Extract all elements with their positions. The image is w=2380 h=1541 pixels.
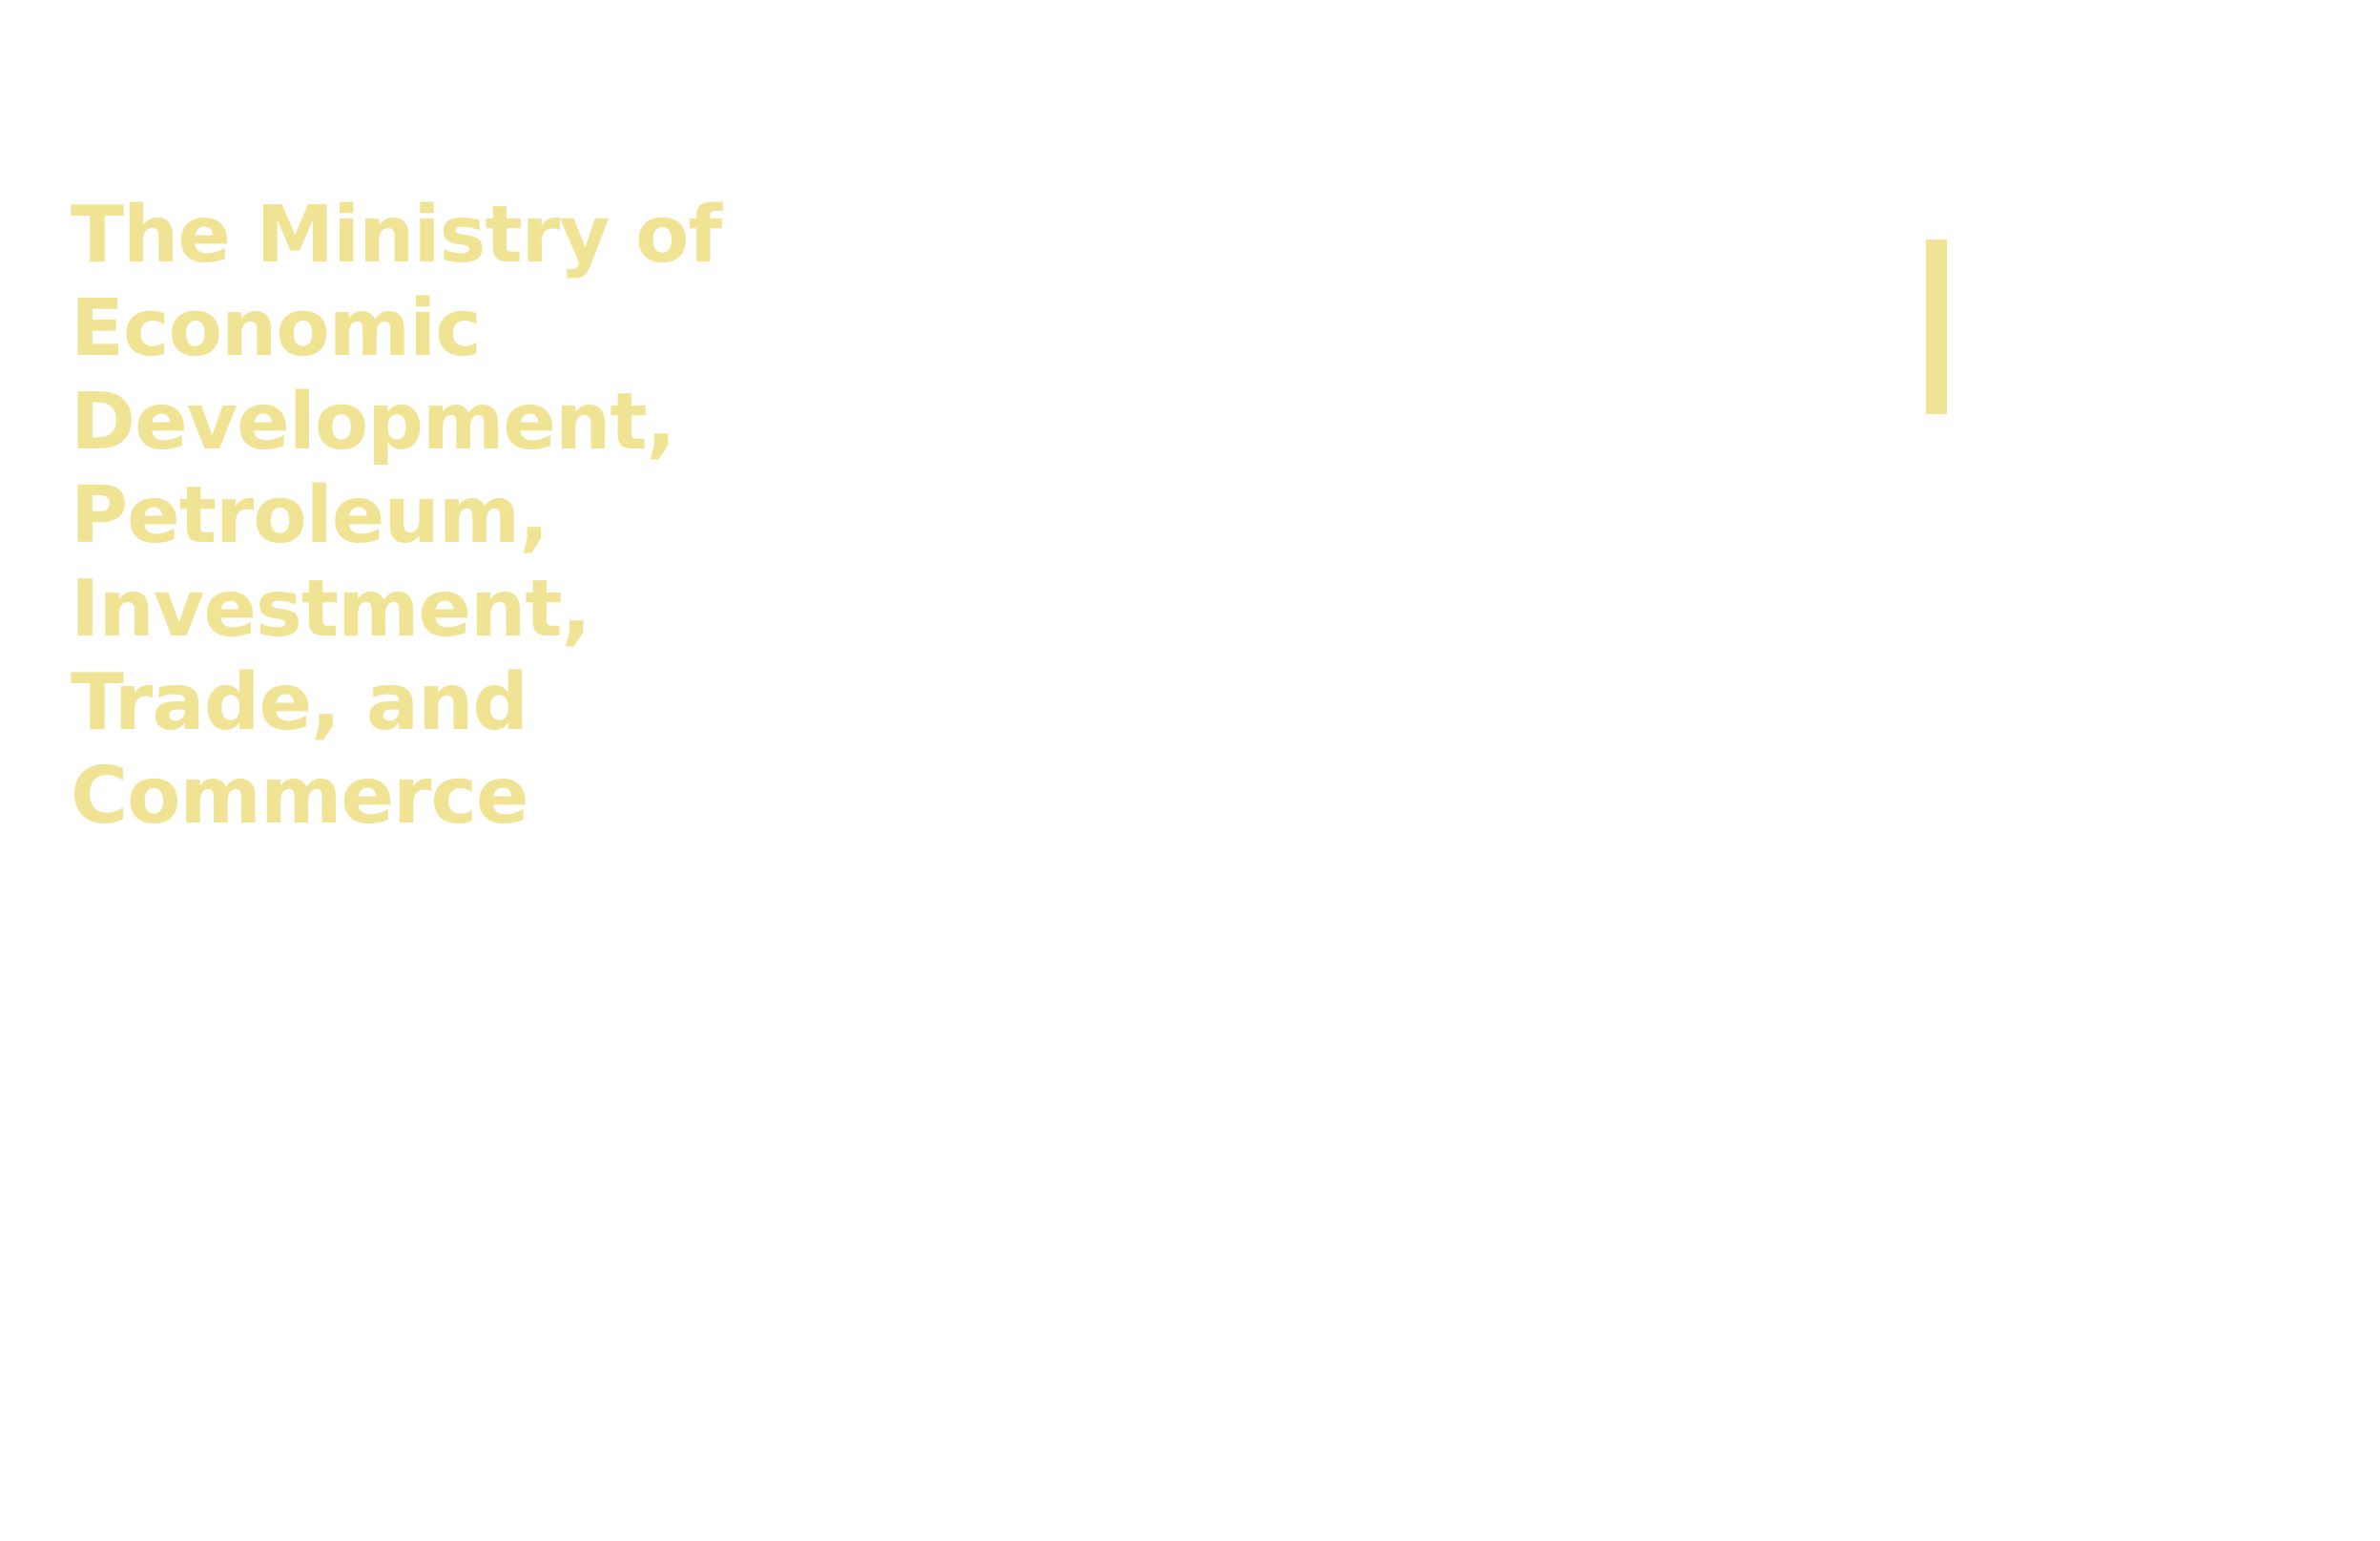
title-line-1: The Ministry of [71,190,722,281]
title-line-2: Economic [71,283,482,374]
title-line-7: Commerce [71,751,529,842]
title-line-5: Investment, [71,564,591,655]
vertical-divider [1926,239,1947,414]
title-line-6: Trade, and [71,657,528,748]
title-line-4: Petroleum, [71,470,548,561]
ministry-title: The Ministry of Economic Development, Pe… [71,189,722,843]
title-line-3: Development, [71,377,676,468]
